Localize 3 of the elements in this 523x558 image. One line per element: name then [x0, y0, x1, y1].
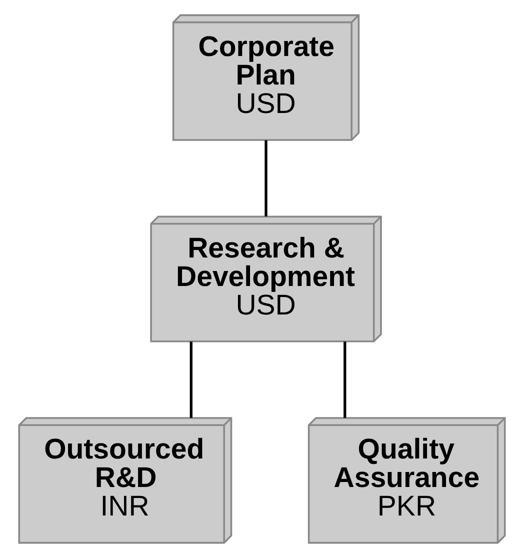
connector [264, 140, 267, 216]
connector [189, 342, 192, 418]
connector [343, 342, 346, 418]
